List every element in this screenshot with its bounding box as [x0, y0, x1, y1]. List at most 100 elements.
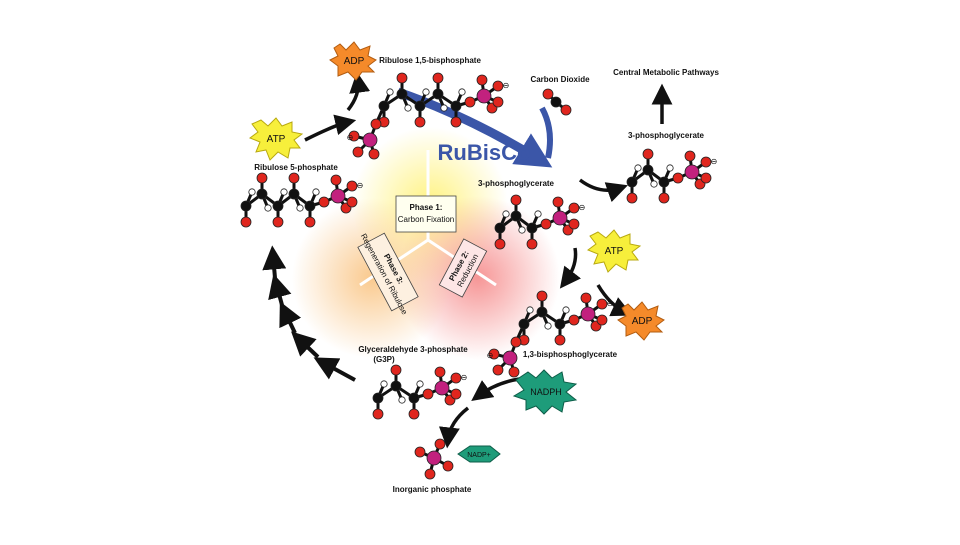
phosphorus-atom [476, 88, 492, 104]
oxygen-atom [288, 172, 300, 184]
hydrogen-atom [404, 104, 412, 112]
g3p-molecule: ⊖ [372, 364, 468, 420]
pga-out-arrow [578, 178, 628, 203]
rubp-label: Ribulose 1,5-bisphosphate [379, 56, 481, 65]
oxygen-atom [552, 196, 564, 208]
hydrogen-atom [386, 88, 394, 96]
bpg-label: 1,3-bisphosphoglycerate [523, 350, 618, 359]
oxygen-atom [568, 314, 580, 326]
oxygen-atom [508, 366, 520, 378]
negative-charge: ⊖ [503, 81, 510, 90]
carbon-atom [526, 222, 538, 234]
ru5p-molecule: ⊖ [240, 172, 363, 228]
oxygen-atom [488, 348, 500, 360]
atp-top-badge: ATP [248, 117, 304, 161]
hydrogen-atom [398, 396, 406, 404]
oxygen-atom [352, 146, 364, 158]
oxygen-atom [580, 292, 592, 304]
carbon-atom [378, 100, 390, 112]
atp-to-adp-right-arrow [596, 284, 633, 317]
oxygen-atom [240, 216, 252, 228]
atp-adp-arrow-top [346, 71, 371, 112]
oxygen-atom [348, 130, 360, 142]
hydrogen-atom [380, 380, 388, 388]
oxygen-atom [560, 104, 572, 116]
negative-charge: ⊖ [487, 351, 494, 360]
hydrogen-atom [264, 204, 272, 212]
reaction-arrows [304, 71, 673, 449]
cycle-arrows-left [262, 245, 356, 382]
hydrogen-atom [312, 188, 320, 196]
g3p-label-line1: Glyceraldehyde 3-phosphate [358, 345, 468, 354]
pga-to-bpg-arrow [559, 247, 581, 289]
carbon-atom [272, 200, 284, 212]
hydrogen-atom [248, 188, 256, 196]
nadph-badge: NADPH [512, 369, 578, 415]
oxygen-atom [464, 96, 476, 108]
co2-molecule [542, 88, 572, 116]
oxygen-atom [450, 388, 462, 400]
pga-molecule: ⊖ [494, 194, 585, 250]
carbon-atom [304, 200, 316, 212]
carbon-atom [518, 318, 530, 330]
ru5p-to-rubp-arrow [304, 114, 357, 142]
hydrogen-atom [416, 380, 424, 388]
pga-out-label: 3-phosphoglycerate [628, 131, 705, 140]
central-pathways-label: Central Metabolic Pathways [613, 68, 719, 77]
carbon-atom [536, 306, 548, 318]
rubp-molecule: ⊖⊖ [347, 72, 510, 160]
oxygen-atom [642, 148, 654, 160]
oxygen-atom [450, 116, 462, 128]
carbon-atom [450, 100, 462, 112]
oxygen-atom [596, 298, 608, 310]
pi-label: Inorganic phosphate [393, 485, 472, 494]
phosphorus-atom [362, 132, 378, 148]
hydrogen-atom [666, 164, 674, 172]
carbon-atom [642, 164, 654, 176]
phosphorus-atom [330, 188, 346, 204]
oxygen-atom [434, 366, 446, 378]
oxygen-atom [568, 202, 580, 214]
phase-glows [292, 127, 560, 360]
atp-top-label: ATP [267, 134, 286, 145]
carbon-atom [390, 380, 402, 392]
oxygen-atom [510, 336, 522, 348]
carbon-atom [372, 392, 384, 404]
carbon-atom [396, 88, 408, 100]
oxygen-atom [422, 388, 434, 400]
bpg-molecule: ⊖⊖ [487, 290, 613, 378]
oxygen-atom [542, 88, 554, 100]
nadp-badge: NADP+ [457, 445, 501, 463]
phase1-box: Phase 1: Carbon Fixation [395, 195, 457, 233]
g3p-label-line2: (G3P) [373, 355, 395, 364]
phosphorus-atom [434, 380, 450, 396]
hydrogen-atom [526, 306, 534, 314]
carbon-atom [432, 88, 444, 100]
hydrogen-atom [562, 306, 570, 314]
oxygen-atom [304, 216, 316, 228]
negative-charge: ⊖ [347, 133, 354, 142]
carbon-atom [626, 176, 638, 188]
carbon-atom [408, 392, 420, 404]
oxygen-atom [568, 218, 580, 230]
oxygen-atom [510, 194, 522, 206]
hydrogen-atom [518, 226, 526, 234]
oxygen-atom [346, 180, 358, 192]
ru5p-label: Ribulose 5-phosphate [254, 163, 338, 172]
adp-top-label: ADP [344, 56, 365, 67]
oxygen-atom [256, 172, 268, 184]
oxygen-atom [476, 74, 488, 86]
hydrogen-atom [502, 210, 510, 218]
negative-charge: ⊖ [711, 157, 718, 166]
oxygen-atom [536, 290, 548, 302]
enzyme-label: RuBisCo [438, 140, 531, 165]
oxygen-atom [526, 238, 538, 250]
oxygen-atom [596, 314, 608, 326]
atp-right-label: ATP [605, 246, 624, 257]
oxygen-atom [330, 174, 342, 186]
carbon-atom [658, 176, 670, 188]
negative-charge: ⊖ [461, 373, 468, 382]
oxygen-atom [368, 148, 380, 160]
